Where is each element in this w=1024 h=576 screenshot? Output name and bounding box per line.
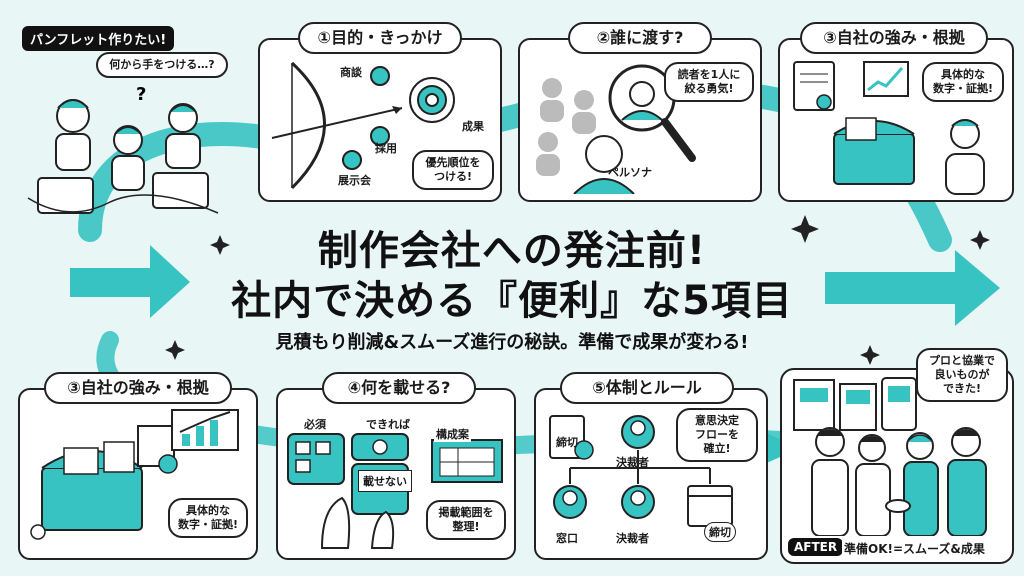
label-sales: 商談 xyxy=(340,66,362,79)
page-title-line2: 社内で決める『便利』な5項目 xyxy=(231,278,793,324)
presenter-icon xyxy=(945,119,985,195)
org-chart-icon xyxy=(549,415,733,527)
card-content-bubble: 掲載範囲を 整理! xyxy=(426,500,506,540)
label-exclude: 載せない xyxy=(358,470,412,492)
confused-team-icon: ? xyxy=(27,84,219,214)
label-deadline-2: 締切 xyxy=(704,522,736,542)
chart-icon xyxy=(171,409,239,451)
persona-magnifier-icon xyxy=(536,64,696,194)
treasure-chest-icon xyxy=(793,61,915,185)
treasure-chest-icon xyxy=(30,425,178,540)
page-title-line1: 制作会社への発注前! xyxy=(317,228,707,274)
card-audience-title: ②誰に渡す? xyxy=(568,22,712,54)
svg-text:?: ? xyxy=(136,84,146,105)
label-nice: できれば xyxy=(366,418,410,431)
label-deadline: 締切 xyxy=(556,436,578,449)
label-exhibition: 展示会 xyxy=(338,174,371,187)
blueprint-icon xyxy=(431,439,503,483)
intro-thought-bubble: 何から手をつける…? xyxy=(96,52,228,78)
label-decider: 決裁者 xyxy=(616,456,649,469)
card-strength-bottom-bubble: 具体的な 数字・証拠! xyxy=(168,498,248,538)
card-strength-top-bubble: 具体的な 数字・証拠! xyxy=(922,62,1004,102)
card-audience-bubble: 読者を1人に 絞る勇気! xyxy=(664,62,754,102)
card-strength-bottom-title: ③自社の強み・根拠 xyxy=(44,372,232,404)
label-window: 窓口 xyxy=(556,532,578,545)
card-team-title: ⑤体制とルール xyxy=(560,372,734,404)
brochures-icon xyxy=(793,377,917,431)
after-caption: 準備OK!=スムーズ&成果 xyxy=(842,540,987,557)
intro-tag: パンフレット作りたい! xyxy=(22,26,175,51)
sorting-cards-icon xyxy=(287,433,409,549)
persona-label: ペルソナ xyxy=(608,166,652,179)
after-tag: AFTER xyxy=(788,538,844,556)
card-strength-top-title: ③自社の強み・根拠 xyxy=(800,22,988,54)
card-purpose-bubble: 優先順位を つける! xyxy=(412,150,494,190)
label-must: 必須 xyxy=(304,418,326,431)
card-purpose-title: ①目的・きっかけ xyxy=(298,22,462,54)
label-plan: 構成案 xyxy=(434,426,471,442)
bow-target-icon xyxy=(271,61,455,190)
card-after-bubble: プロと協業で 良いものが できた! xyxy=(916,348,1008,402)
card-content-title: ④何を載せる? xyxy=(322,372,476,404)
card-team-bubble: 意思決定 フローを 確立! xyxy=(676,408,758,462)
label-recruit: 採用 xyxy=(375,142,397,155)
label-decider-2: 決裁者 xyxy=(616,532,649,545)
handshake-team-icon xyxy=(811,427,987,536)
label-result: 成果 xyxy=(462,120,484,133)
page-subtitle: 見積もり削減&スムーズ進行の秘訣。準備で成果が変わる! xyxy=(275,332,749,353)
